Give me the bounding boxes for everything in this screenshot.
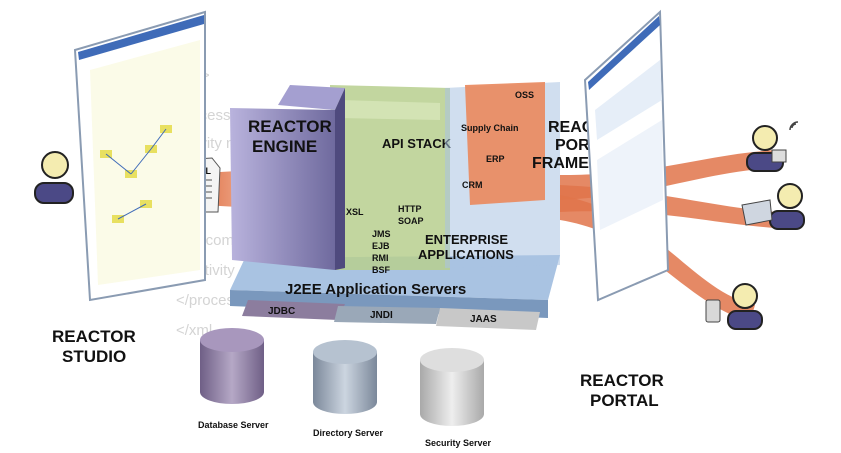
jndi-connector [334, 306, 440, 324]
api-stack-block: API STACK XSL HTTP SOAP JMS EJB RMI BSF [330, 85, 452, 275]
user-pda [705, 283, 763, 330]
enterprise-block: OSS Supply Chain ERP CRM ENTERPRISE APPL… [418, 82, 560, 268]
reactor-engine-block: REACTOR ENGINE [230, 85, 345, 270]
device-icon [771, 149, 787, 163]
studio-label-line: STUDIO [62, 347, 126, 366]
user-body [769, 210, 805, 230]
connector-label: JAAS [470, 314, 497, 325]
user-studio [34, 151, 74, 204]
user-head [732, 283, 758, 309]
database-server: Database Server [198, 328, 269, 430]
user-head [752, 125, 778, 151]
enterprise-front [465, 82, 545, 205]
user-head [777, 183, 803, 209]
user-body [727, 310, 763, 330]
engine-label-line: ENGINE [252, 137, 317, 156]
user-laptop [741, 183, 805, 230]
engine-label-line: REACTOR [248, 117, 332, 136]
studio-title-bar [78, 15, 204, 60]
enterprise-item: CRM [462, 180, 483, 190]
portal-panel [597, 120, 663, 230]
api-item: RMI [372, 253, 389, 263]
directory-cylinder [313, 352, 377, 414]
security-cylinder [420, 360, 484, 426]
database-cylinder-top [200, 328, 264, 352]
engine-top [278, 85, 345, 110]
enterprise-label-line: APPLICATIONS [418, 247, 514, 262]
api-item: JMS [372, 229, 391, 239]
api-item: BSF [372, 265, 391, 275]
j2ee-label: J2EE Application Servers [285, 281, 466, 298]
code-line: </process [176, 292, 241, 309]
api-stack-label: API STACK [382, 136, 452, 151]
security-server: Security Server [420, 348, 492, 448]
laptop-icon [741, 199, 773, 226]
studio-canvas [90, 40, 200, 285]
api-item: SOAP [398, 216, 424, 226]
api-stack-band [340, 100, 440, 120]
jdbc-connector [242, 300, 345, 320]
jaas-connector [436, 308, 540, 330]
database-cylinder [200, 340, 264, 404]
portal-screen [583, 9, 670, 302]
api-stack-front [330, 85, 450, 270]
api-item: XSL [346, 207, 364, 217]
portal-panel [595, 60, 662, 140]
portal-title-bar [588, 16, 660, 90]
user-head [41, 151, 69, 179]
directory-server: Directory Server [313, 340, 384, 438]
connector-label: JNDI [370, 310, 393, 321]
code-line: </xml [176, 322, 212, 339]
security-cylinder-top [420, 348, 484, 372]
server-label: Database Server [198, 420, 269, 430]
user-phone [746, 121, 799, 172]
connectors: JDBC JNDI JAAS [242, 300, 540, 330]
wireless-icon [789, 121, 799, 131]
api-item: HTTP [398, 204, 422, 214]
portal-label-line: REACTOR [580, 371, 664, 390]
enterprise-label-line: ENTERPRISE [425, 232, 508, 247]
directory-cylinder-top [313, 340, 377, 364]
engine-side [335, 88, 345, 270]
enterprise-item: Supply Chain [461, 123, 519, 133]
pda-icon [705, 299, 721, 323]
server-label: Security Server [425, 438, 492, 448]
studio-label-line: REACTOR [52, 327, 136, 346]
portal-label-line: PORTAL [590, 391, 659, 410]
server-label: Directory Server [313, 428, 384, 438]
user-body [34, 182, 74, 204]
api-item: EJB [372, 241, 390, 251]
enterprise-item: ERP [486, 154, 505, 164]
connector-label: JDBC [268, 306, 295, 317]
enterprise-item: OSS [515, 90, 534, 100]
engine-front [230, 108, 335, 270]
studio-screen [73, 10, 206, 302]
